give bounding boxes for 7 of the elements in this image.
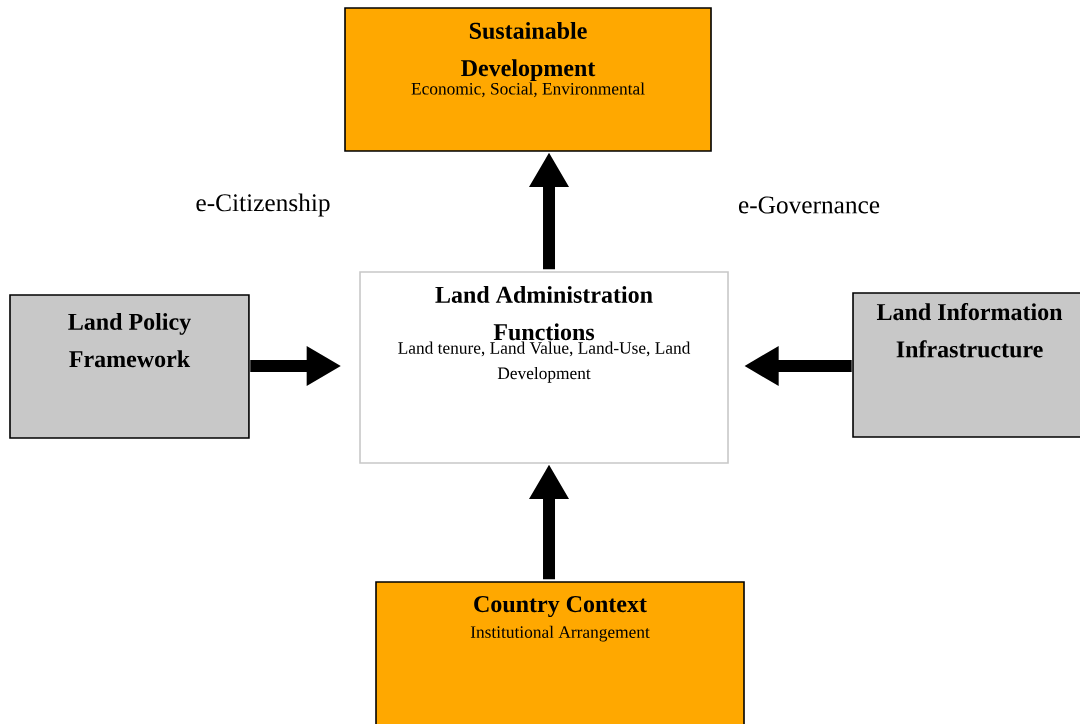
side-label: e-Citizenship	[196, 193, 330, 217]
process-box: Land Policy Framework	[9, 294, 250, 439]
process-box: Land Administration Functions Land tenure, Land Value, Land-Use, Land Development	[359, 271, 729, 464]
side-label: e-Governance	[738, 196, 880, 214]
process-box: Land Information Infrastructure	[852, 292, 1080, 438]
process-box: Sustainable Development Economic, Social, Environmental	[344, 7, 712, 152]
process-box: Country Context Institutional Arrangement	[375, 581, 745, 724]
